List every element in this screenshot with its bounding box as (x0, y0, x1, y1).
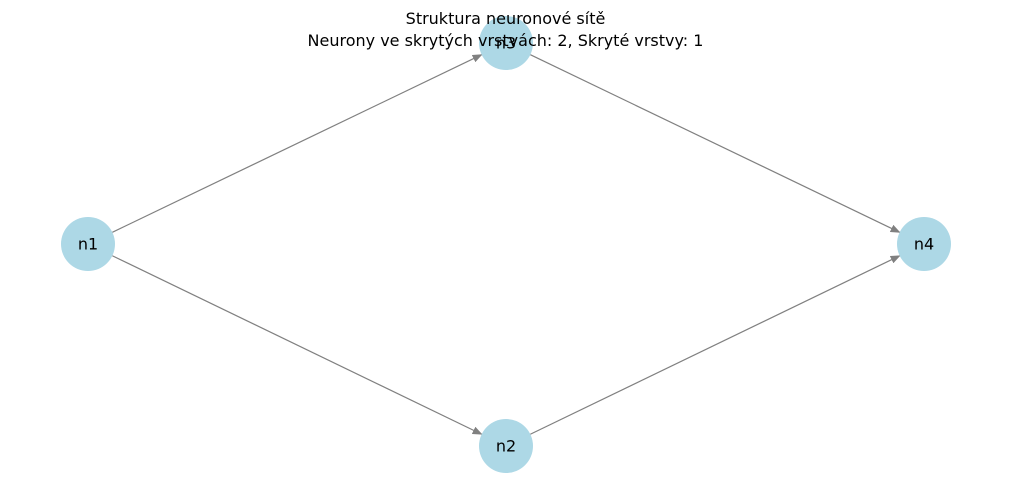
node-n2-circle (479, 419, 533, 473)
nodes-layer: n1 n2 n3 n4 (61, 16, 951, 473)
edges-layer (112, 54, 901, 435)
node-n1-circle (61, 217, 115, 271)
node-n1: n1 (61, 217, 115, 271)
title-line-1: Struktura neuronové sítě (406, 9, 606, 28)
node-n3-circle (479, 16, 533, 70)
node-n2-label: n2 (496, 437, 516, 456)
node-n4: n4 (897, 217, 951, 271)
edge-n2-n4 (530, 255, 901, 435)
node-n2: n2 (479, 419, 533, 473)
node-n4-circle (897, 217, 951, 271)
title-line-2: Neurony ve skrytých vrstvách: 2, Skryté … (308, 31, 704, 50)
node-n3-label: n3 (496, 34, 516, 53)
edge-n1-n2 (112, 255, 483, 435)
node-n3: n3 (479, 16, 533, 70)
node-n4-label: n4 (914, 235, 934, 254)
edge-n1-n3 (112, 54, 483, 233)
diagram-title: Struktura neuronové sítě Neurony ve skry… (308, 9, 704, 50)
edge-n3-n4 (530, 54, 901, 233)
node-n1-label: n1 (78, 235, 98, 254)
